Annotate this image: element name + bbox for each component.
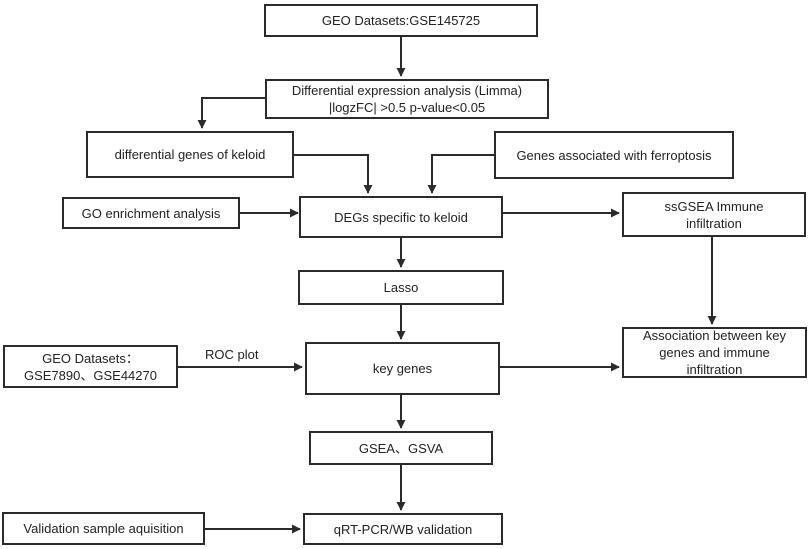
key-genes-box: key genes bbox=[305, 342, 500, 395]
go-enrichment-box: GO enrichment analysis bbox=[62, 197, 240, 229]
arrow-diffgenes-to-degs bbox=[294, 154, 373, 194]
geo-validation-box: GEO Datasets： GSE7890、GSE44270 bbox=[3, 345, 178, 388]
diff-genes-keloid-box: differential genes of keloid bbox=[86, 131, 294, 178]
arrow-ferroptosis-to-degs bbox=[427, 154, 494, 194]
association-box: Association between key genes and immune… bbox=[622, 327, 807, 378]
lasso-box: Lasso bbox=[298, 270, 504, 305]
geo-datasets-box: GEO Datasets:GSE145725 bbox=[264, 4, 538, 37]
gsea-gsva-box: GSEA、GSVA bbox=[309, 431, 493, 465]
arrow-diffexp-to-diffgenes bbox=[197, 97, 265, 129]
diff-expression-box: Differential expression analysis (Limma)… bbox=[265, 79, 549, 119]
validation-sample-box: Validation sample aquisition bbox=[2, 512, 205, 545]
roc-plot-label: ROC plot bbox=[205, 347, 259, 362]
ferroptosis-genes-box: Genes associated with ferroptosis bbox=[494, 131, 734, 179]
degs-specific-box: DEGs specific to keloid bbox=[299, 196, 503, 238]
qrt-pcr-box: qRT-PCR/WB validation bbox=[303, 513, 503, 545]
ssgsea-immune-box: ssGSEA Immune infiltration bbox=[622, 192, 806, 237]
